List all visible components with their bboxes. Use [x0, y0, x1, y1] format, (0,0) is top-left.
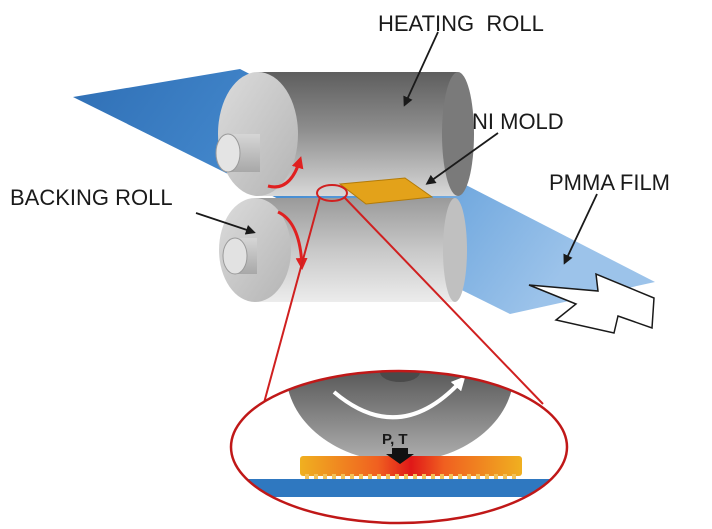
heated-mold-layer	[300, 456, 522, 476]
mold-teeth	[305, 474, 516, 481]
backing-roll	[219, 198, 467, 302]
zoomed-rotation-arrow	[332, 376, 466, 420]
ni-mold-leader	[425, 132, 499, 185]
heating-roll-label: HEATING ROLL	[378, 11, 544, 36]
heating-roll	[215, 72, 474, 196]
zoom-detail	[229, 369, 569, 525]
ni-mold-strip	[338, 177, 434, 205]
callout-line-right	[343, 196, 544, 405]
nip-callout-circle	[316, 184, 348, 202]
heating-roll-leader	[403, 31, 439, 107]
pressure-temperature-label: P, T	[382, 431, 408, 448]
zoom-ellipse-border	[229, 369, 569, 525]
pmma-film-leader	[563, 193, 598, 265]
backing-roll-leader	[195, 212, 256, 235]
heating-roll-rotation-arrow	[267, 156, 304, 189]
backing-roll-label: BACKING ROLL	[10, 185, 173, 210]
film-direction-arrow	[528, 272, 655, 334]
ni-mold-label: NI MOLD	[472, 109, 564, 134]
backing-roll-rotation-arrow	[277, 210, 308, 270]
pressure-arrow	[386, 448, 414, 464]
pmma-film-label: PMMA FILM	[549, 170, 670, 195]
callout-line-left	[257, 196, 321, 426]
zoomed-pmma-film	[231, 479, 567, 497]
